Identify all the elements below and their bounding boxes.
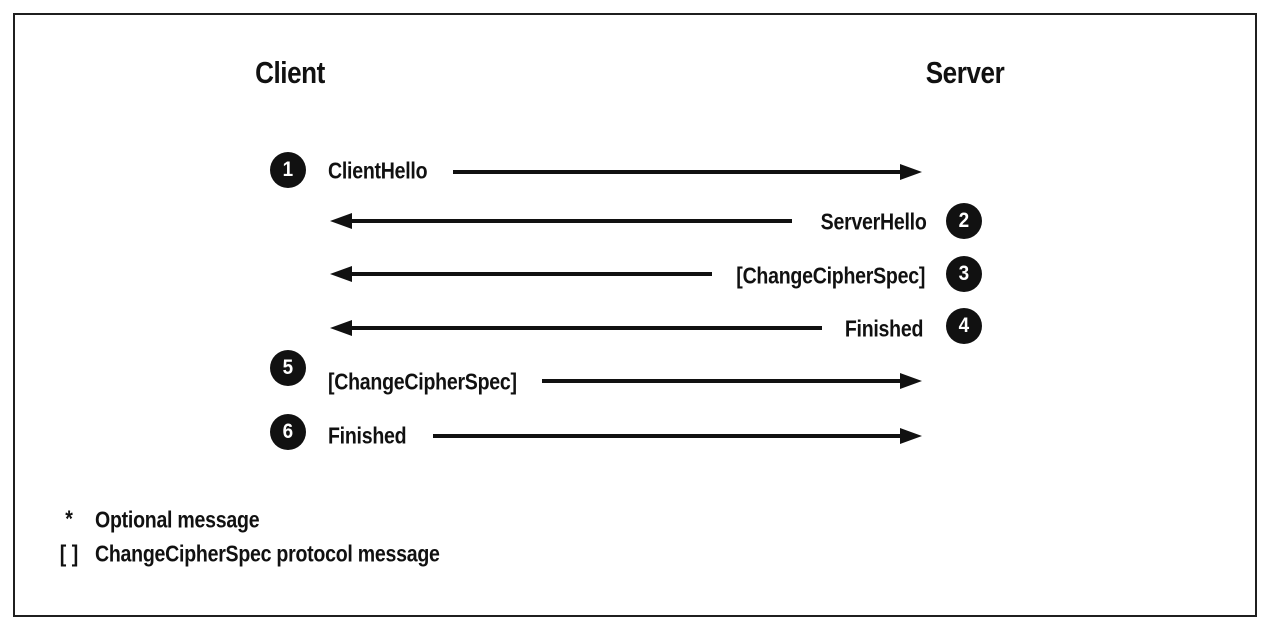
arrowhead-right-icon	[900, 428, 922, 444]
step-2-badge: 2	[946, 203, 982, 239]
arrowhead-left-icon	[330, 213, 352, 229]
client-column-header: Client	[255, 55, 325, 90]
legend-text-changecipherspec-protocol: ChangeCipherSpec protocol message	[95, 540, 440, 567]
message-label-changecipherspec-server: [ChangeCipherSpec]	[736, 262, 925, 289]
step-4-badge: 4	[946, 308, 982, 344]
arrow-shaft	[542, 379, 900, 383]
step-5-badge: 5	[270, 350, 306, 386]
arrow-shaft	[352, 272, 712, 276]
arrowhead-left-icon	[330, 266, 352, 282]
step-3-badge: 3	[946, 256, 982, 292]
arrow-shaft	[352, 326, 822, 330]
message-label-clienthello: ClientHello	[328, 157, 428, 184]
message-label-serverhello: ServerHello	[821, 208, 927, 235]
arrow-right-changecipherspec	[542, 373, 922, 389]
step-5-number: 5	[282, 356, 294, 379]
step-6-badge: 6	[270, 414, 306, 450]
step-6-number: 6	[282, 420, 294, 443]
server-column-header: Server	[925, 55, 1005, 90]
legend-symbol-asterisk: *	[65, 505, 73, 532]
arrow-left-serverhello	[330, 213, 792, 229]
step-2-number: 2	[958, 209, 970, 232]
arrow-shaft	[453, 170, 900, 174]
arrow-right-finished	[433, 428, 922, 444]
arrowhead-left-icon	[330, 320, 352, 336]
figure-border	[13, 13, 1257, 617]
arrow-shaft	[433, 434, 900, 438]
message-label-changecipherspec-client: [ChangeCipherSpec]	[328, 368, 517, 395]
arrowhead-right-icon	[900, 373, 922, 389]
arrow-left-changecipherspec	[330, 266, 712, 282]
arrowhead-right-icon	[900, 164, 922, 180]
arrow-right-clienthello	[453, 164, 922, 180]
step-1-badge: 1	[270, 152, 306, 188]
legend-symbol-brackets: [ ]	[59, 540, 79, 567]
message-label-finished-server: Finished	[844, 315, 924, 342]
step-3-number: 3	[958, 262, 970, 285]
arrow-left-finished	[330, 320, 822, 336]
message-label-finished-client: Finished	[328, 422, 407, 449]
step-4-number: 4	[958, 314, 970, 337]
legend-text-optional-message: Optional message	[95, 506, 260, 533]
step-1-number: 1	[282, 158, 294, 181]
arrow-shaft	[352, 219, 792, 223]
